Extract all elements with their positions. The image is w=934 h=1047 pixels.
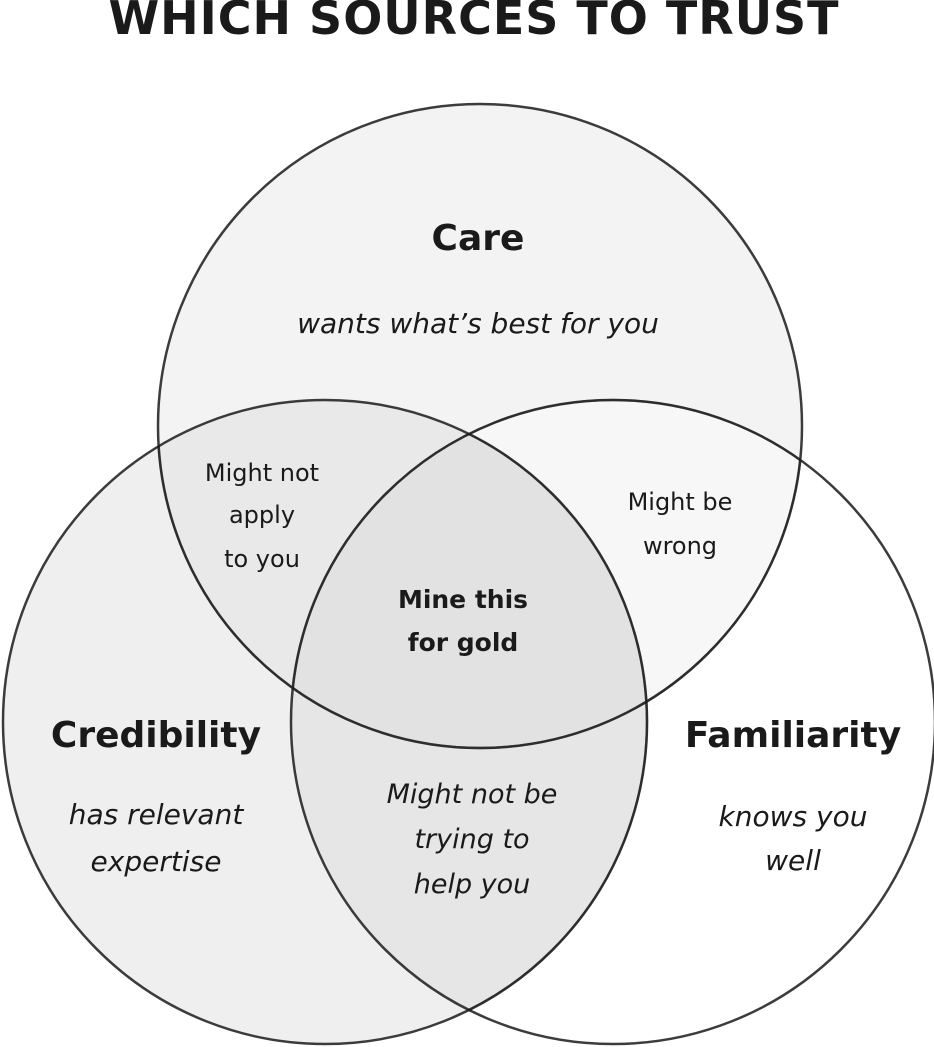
care-circle-outline (156, 102, 804, 750)
credibility-familiarity-line-2: trying to (414, 824, 529, 855)
care-familiarity-line-2: wrong (643, 532, 717, 560)
credibility-description-line-2: expertise (91, 845, 222, 878)
care-familiarity-line-1: Might be (628, 488, 733, 516)
credibility-label: Credibility (51, 715, 261, 756)
familiarity-circle-outline (289, 398, 934, 1046)
center-line-2: for gold (408, 628, 519, 657)
credibility-circle-outline (1, 398, 649, 1046)
familiarity-description-line-1: knows you (719, 800, 868, 833)
credibility-familiarity-line-1: Might not be (387, 779, 558, 810)
care-label: Care (432, 218, 525, 259)
care-credibility-line-1: Might not (205, 459, 319, 487)
care-description: wants what’s best for you (297, 307, 659, 340)
credibility-description-line-1: has relevant (69, 798, 245, 831)
diagram-title: WHICH SOURCES TO TRUST (108, 0, 839, 45)
care-credibility-line-3: to you (224, 545, 300, 573)
familiarity-description-line-2: well (765, 844, 821, 877)
familiarity-label: Familiarity (685, 715, 901, 756)
credibility-familiarity-line-3: help you (414, 869, 531, 900)
care-credibility-line-2: apply (229, 501, 295, 529)
center-line-1: Mine this (398, 585, 528, 614)
